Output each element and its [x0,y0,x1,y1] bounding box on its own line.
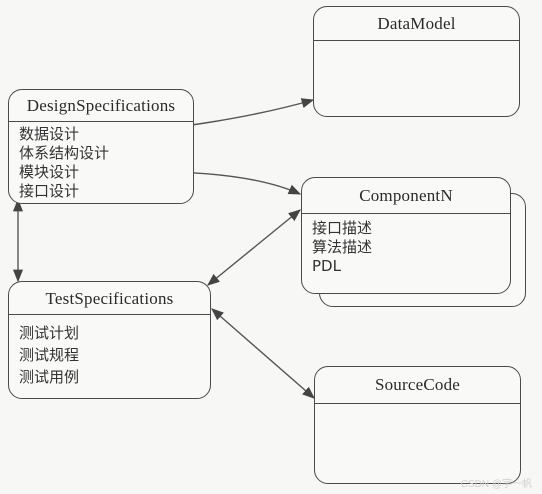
sourcecode-box: SourceCode [314,366,521,484]
component-item: PDL [312,257,341,275]
componentn-title: ComponentN [359,186,453,205]
test-specifications-items: 测试计划 测试规程 测试用例 [19,322,79,388]
datamodel-box: DataModel [313,6,520,117]
componentn-separator [302,213,510,214]
test-item: 测试规程 [19,346,80,364]
design-item: 接口设计 [19,182,80,200]
datamodel-separator [314,40,519,41]
sourcecode-title: SourceCode [374,375,461,394]
design-specifications-box: DesignSpecifications 数据设计 体系结构设计 模块设计 接口… [8,89,194,204]
arrow-test-sourcecode [211,308,315,399]
componentn-items: 接口描述 算法描述 PDL [312,219,372,276]
design-item: 体系结构设计 [19,144,110,162]
datamodel-title: DataModel [377,14,456,33]
design-item: 模块设计 [19,163,80,181]
test-item: 测试用例 [19,368,80,386]
test-item: 测试计划 [19,324,80,342]
component-item: 算法描述 [312,238,373,256]
test-specifications-title: TestSpecifications [45,289,174,308]
arrow-test-component [207,209,301,286]
component-item: 接口描述 [312,219,373,237]
test-specifications-box: TestSpecifications 测试计划 测试规程 测试用例 [8,281,211,399]
sourcecode-separator [315,403,520,404]
design-specifications-title: DesignSpecifications [26,96,176,115]
design-specifications-separator [9,121,193,122]
design-item: 数据设计 [19,125,80,143]
design-specifications-items: 数据设计 体系结构设计 模块设计 接口设计 [19,125,109,201]
componentn-box: ComponentN 接口描述 算法描述 PDL [301,177,511,294]
watermark: CSDN @宇一帆 [460,479,532,490]
test-specifications-separator [9,314,210,315]
